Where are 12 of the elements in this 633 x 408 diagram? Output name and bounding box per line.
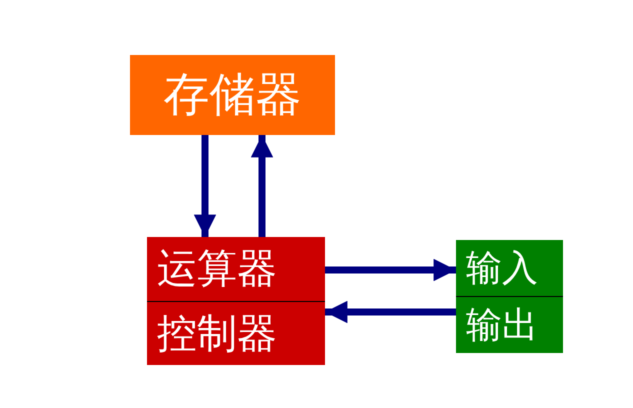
arrow	[325, 300, 456, 324]
component-box	[130, 55, 335, 135]
box-label: 控制器	[156, 310, 278, 359]
component-box	[456, 240, 563, 353]
arrow	[194, 135, 216, 237]
arrow	[325, 258, 456, 282]
box-label: 输入	[456, 240, 563, 297]
component-box	[147, 237, 325, 365]
box-label: 存储器	[162, 66, 302, 123]
arrow	[250, 135, 274, 237]
box-label: 输出	[465, 304, 539, 348]
box-label: 运算器	[147, 237, 325, 302]
